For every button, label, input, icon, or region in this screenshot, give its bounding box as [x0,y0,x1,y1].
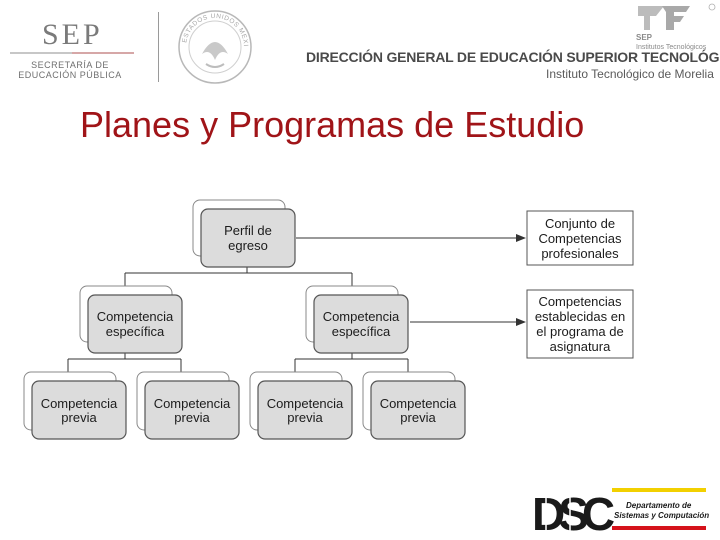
side-box-profile-line1: Conjunto de [545,216,615,231]
dept-line2: Sistemas y Computación [614,511,709,520]
dsc-logo-icon: DSC Departamento de Sistemas y Computaci… [532,488,709,534]
footer-yellow-bar [612,488,706,492]
sep-logo-subtitle: SECRETARÍA DE EDUCACIÓN PÚBLICA [10,60,130,80]
node-specific-2-line1: Competencia [323,309,400,324]
node-previous-2: Competencia previa [136,371,240,440]
dgest-logo-sublabel: Institutos Tecnológicos [636,44,707,51]
slide-title: Planes y Programas de Estudio [80,104,585,145]
sep-logo-line-red [72,52,134,54]
node-previous-2-line1: Competencia [154,396,231,411]
node-previous-1: Competencia previa [23,371,127,440]
node-previous-3: Competencia previa [249,371,353,440]
side-box-profile-line2: Competencias [538,231,622,246]
mexican-seal-icon: ESTADOS UNIDOS MEXICANOS [176,8,252,84]
dgest-logo-icon: SEP Institutos Tecnológicos [636,3,716,51]
node-root-line1: Perfil de [224,223,272,238]
header-divider [158,12,159,82]
hierarchy-diagram: Perfil de egreso Competencia específica … [23,199,634,440]
side-box-subject-line1: Competencias [538,294,622,309]
header-subtitle: Instituto Tecnológico de Morelia [546,67,714,81]
side-box-subject: Competencias establecidas en el programa… [526,289,634,359]
node-previous-3-line2: previa [287,410,323,425]
arrow-head-profile [516,234,526,242]
dgest-logo-label: SEP [636,33,653,42]
sep-logo-subtitle-line2: EDUCACIÓN PÚBLICA [18,70,122,80]
node-root: Perfil de egreso [192,199,296,268]
node-previous-2-line2: previa [174,410,210,425]
node-specific-1-line2: específica [106,324,165,339]
node-specific-2-line2: específica [332,324,391,339]
node-previous-4-line2: previa [400,410,436,425]
dsc-logo-letters: DSC [532,488,614,534]
side-box-subject-line2: establecidas en [535,309,625,324]
dept-line1: Departamento de [626,501,692,510]
side-box-subject-line3: el programa de [536,324,623,339]
node-specific-2: Competencia específica [305,285,409,354]
side-box-profile-line3: profesionales [541,246,619,261]
node-root-line2: egreso [228,238,268,253]
node-previous-1-line2: previa [61,410,97,425]
node-previous-1-line1: Competencia [41,396,118,411]
arrow-head-subject [516,318,526,326]
footer-red-bar [612,526,706,530]
node-previous-4-line1: Competencia [380,396,457,411]
node-previous-4: Competencia previa [362,371,466,440]
side-box-subject-line4: asignatura [550,339,611,354]
header: SEP SECRETARÍA DE EDUCACIÓN PÚBLICA ESTA… [0,0,720,88]
side-box-profile: Conjunto de Competencias profesionales [526,210,634,266]
node-specific-1: Competencia específica [79,285,183,354]
node-previous-3-line1: Competencia [267,396,344,411]
svg-text:ESTADOS UNIDOS MEXICANOS: ESTADOS UNIDOS MEXICANOS [176,8,249,47]
sep-logo-line-grey [10,52,72,54]
sep-logo-word: SEP [42,18,103,51]
header-title: DIRECCIÓN GENERAL DE EDUCACIÓN SUPERIOR … [306,49,720,65]
node-specific-1-line1: Competencia [97,309,174,324]
seal-text: ESTADOS UNIDOS MEXICANOS [176,8,248,47]
sep-logo-subtitle-line1: SECRETARÍA DE [31,60,109,70]
